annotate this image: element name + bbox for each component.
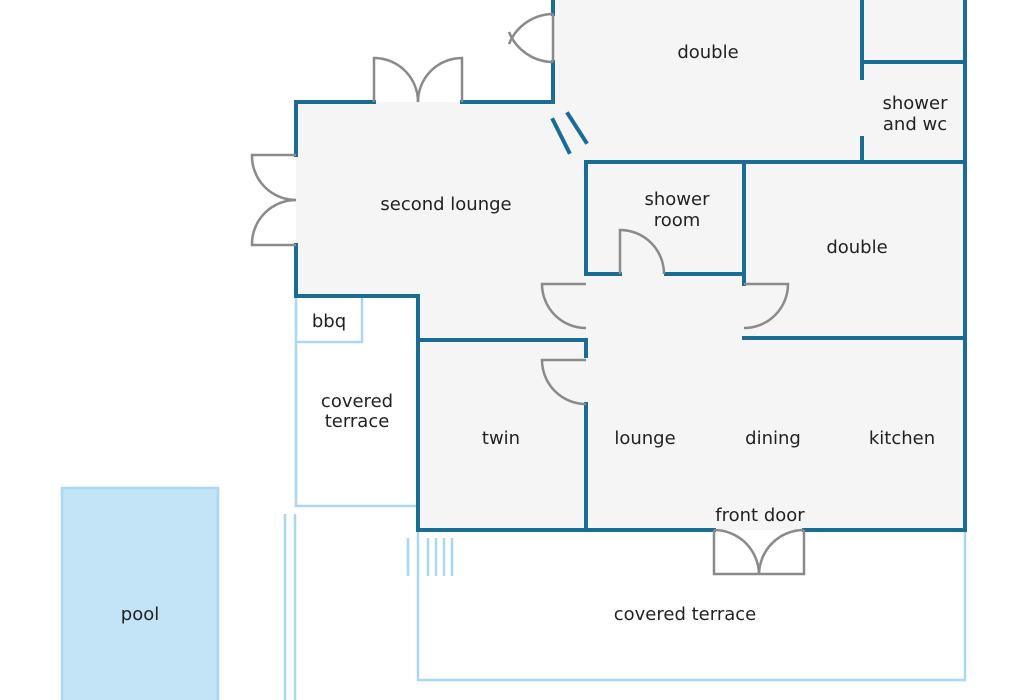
floor-twin	[418, 338, 586, 530]
wall-diagonal-a	[550, 117, 572, 155]
door-second-lounge-hall[interactable]	[540, 282, 587, 330]
door-shower-room[interactable]	[618, 228, 666, 275]
floor-double-top	[553, 0, 965, 162]
label-front-door: front door	[715, 505, 805, 526]
front-terrace-outline	[416, 530, 967, 682]
door-second-lounge-left-upper[interactable]	[250, 153, 297, 202]
label-covered-terrace-front: covered terrace	[614, 604, 756, 625]
wall-diagonal-b	[565, 111, 589, 145]
label-pool: pool	[121, 604, 159, 625]
room-labels: double shower and wc second lounge showe…	[121, 42, 948, 625]
doors	[250, 12, 806, 576]
label-dining: dining	[745, 428, 801, 449]
floor-living	[586, 338, 965, 530]
label-covered-terrace-side-2: terrace	[325, 411, 390, 432]
label-double-right: double	[826, 237, 887, 258]
label-bbq: bbq	[312, 311, 346, 332]
label-shower-room-2: room	[654, 210, 701, 231]
floor-hall	[586, 274, 744, 340]
floor-second-lounge	[296, 102, 586, 338]
label-shower-wc-2: and wc	[883, 114, 947, 135]
wall-second-lounge-bottom	[294, 294, 420, 532]
label-second-lounge: second lounge	[380, 194, 511, 215]
door-second-lounge-top-right[interactable]	[416, 56, 464, 103]
door-top-double[interactable]	[507, 12, 555, 64]
label-covered-terrace-side-1: covered	[321, 391, 393, 412]
door-twin[interactable]	[540, 358, 587, 406]
label-shower-room-1: shower	[645, 189, 711, 210]
floor-shower-room	[586, 162, 744, 274]
door-front-left[interactable]	[712, 528, 761, 576]
label-lounge: lounge	[614, 428, 675, 449]
label-double-top: double	[677, 42, 738, 63]
wall-second-lounge-left	[294, 100, 376, 157]
label-twin: twin	[482, 428, 520, 449]
label-kitchen: kitchen	[869, 428, 935, 449]
label-shower-wc-1: shower	[883, 93, 949, 114]
walls	[294, 0, 967, 532]
wall-second-lounge-top-right	[460, 60, 555, 104]
side-terrace-outline	[294, 342, 418, 508]
floor-areas	[296, 0, 965, 530]
door-second-lounge-left-lower[interactable]	[250, 198, 297, 247]
door-second-lounge-top-left[interactable]	[372, 56, 420, 103]
door-double-right[interactable]	[743, 282, 790, 330]
pool-area	[60, 486, 220, 700]
door-front-right[interactable]	[757, 528, 806, 576]
